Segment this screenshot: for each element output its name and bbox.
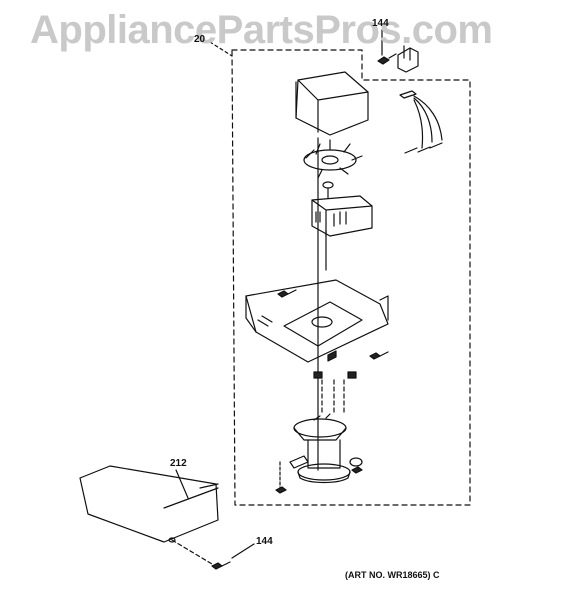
motor-cover <box>295 71 369 136</box>
mounting-plate <box>245 279 389 363</box>
pump-housing <box>289 413 363 484</box>
callout-assembly: 20 <box>194 34 206 45</box>
cover-leader <box>175 469 189 499</box>
clip-left <box>313 371 323 379</box>
bottom-screw-leader <box>231 543 255 559</box>
pump-screw-left <box>275 461 287 494</box>
pump-screw-right <box>351 466 363 474</box>
assembly-boundary <box>231 49 471 506</box>
bottom-screw <box>171 539 231 570</box>
left-screw <box>277 289 297 298</box>
watermark: AppliancePartsPros.com <box>30 8 493 52</box>
cover-panel <box>79 465 219 543</box>
callout-cover: 212 <box>170 458 187 469</box>
art-number: (ART NO. WR18665) C <box>345 570 440 580</box>
bracket <box>397 45 419 73</box>
callout-bottom-screw: 144 <box>256 536 273 547</box>
clip-right <box>347 371 357 379</box>
right-screw <box>369 351 389 360</box>
assembly-leader <box>209 41 233 57</box>
wire-harness <box>399 90 443 154</box>
top-screw <box>377 53 397 65</box>
callout-top-screw: 144 <box>372 18 389 29</box>
fan-blade <box>303 139 363 179</box>
gear-motor <box>311 181 373 237</box>
